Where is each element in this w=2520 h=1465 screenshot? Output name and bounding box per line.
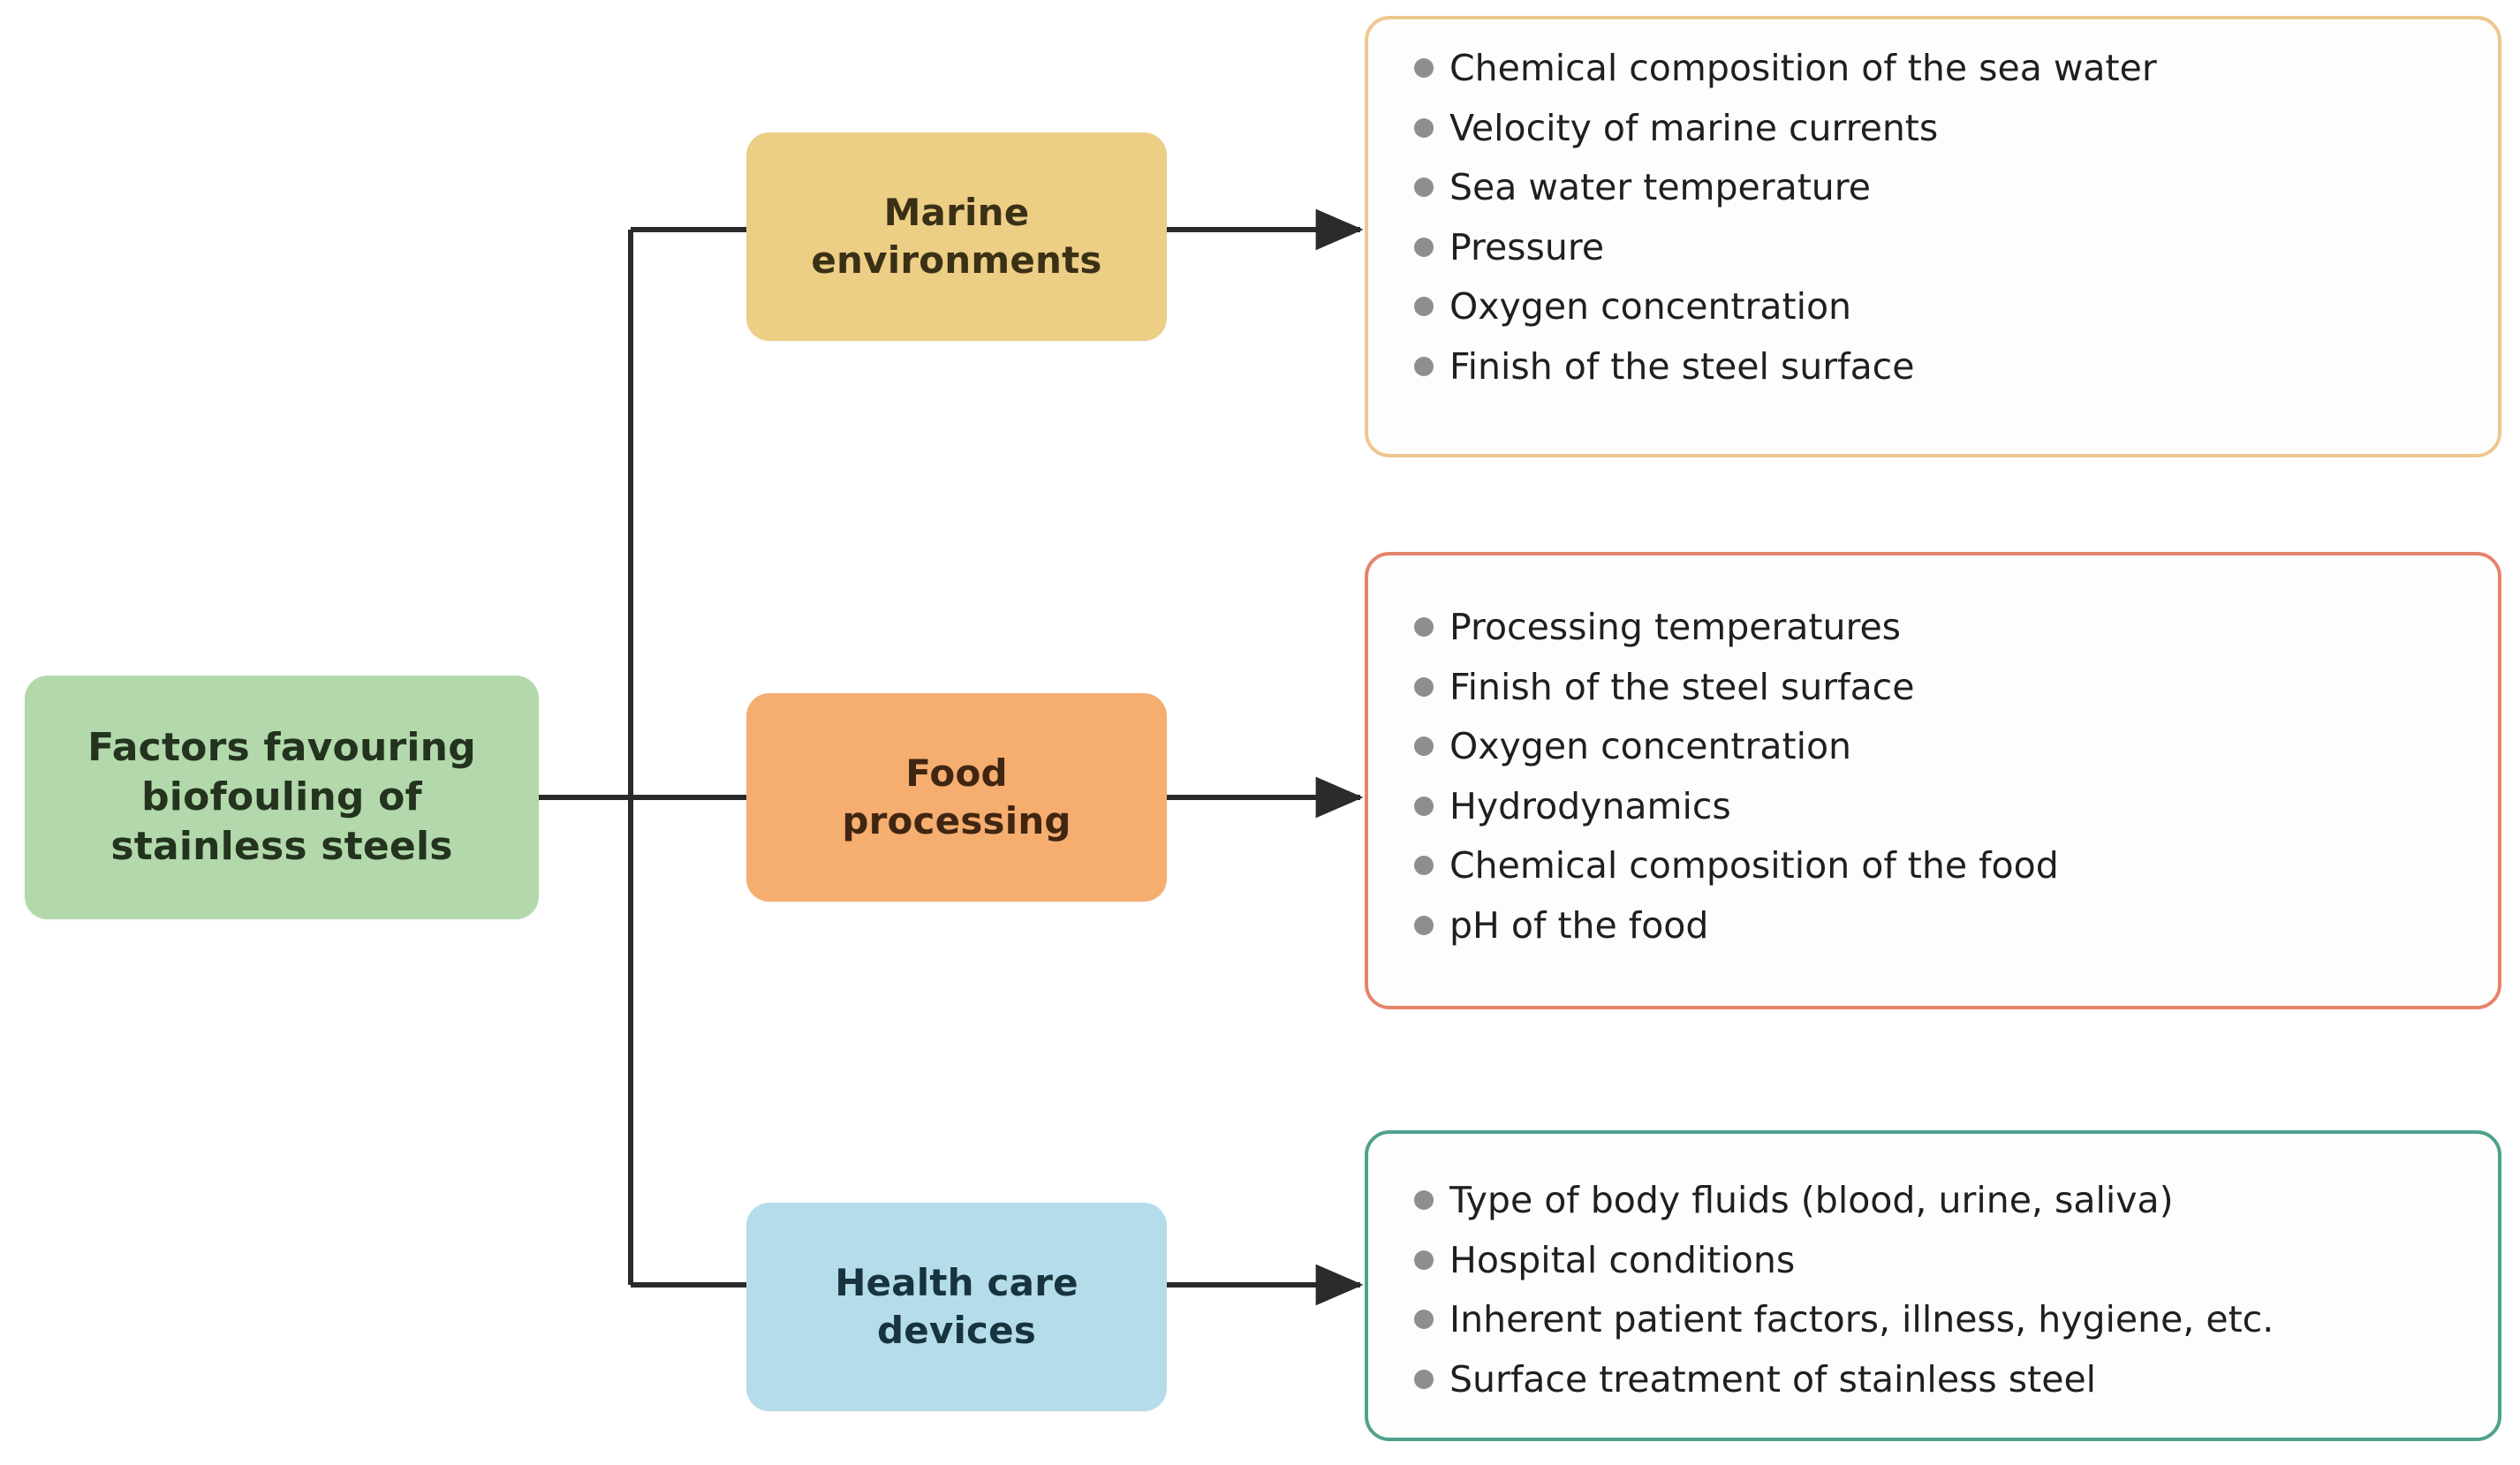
list-item: Chemical composition of the food (1414, 836, 2480, 896)
list-item: Surface treatment of stainless steel (1414, 1350, 2480, 1410)
node-root-label: Factors favouring biofouling of stainles… (87, 724, 476, 870)
list-item: Oxygen concentration (1414, 717, 2480, 777)
list-item: Processing temperatures (1414, 598, 2480, 658)
bullet-icon (1414, 1250, 1434, 1270)
bullet-icon (1414, 736, 1434, 757)
node-food-processing[interactable]: Food processing (746, 693, 1167, 902)
list-item: Pressure (1414, 218, 2480, 278)
list-item-label: Hydrodynamics (1449, 784, 1731, 827)
list-item-label: Chemical composition of the sea water (1449, 47, 2157, 89)
list-item: Finish of the steel surface (1414, 337, 2480, 397)
list-item-label: Processing temperatures (1449, 606, 1902, 648)
node-food-label: Food processing (842, 751, 1071, 842)
panel-health-factors: Type of body fluids (blood, urine, saliv… (1365, 1130, 2501, 1441)
list-item-label: Finish of the steel surface (1449, 665, 1915, 708)
node-root-factors[interactable]: Factors favouring biofouling of stainles… (25, 676, 539, 919)
bullet-icon (1414, 177, 1434, 198)
list-item-label: pH of the food (1449, 903, 1709, 947)
list-item-label: Sea water temperature (1449, 166, 1871, 209)
bullet-icon (1414, 237, 1434, 257)
bullet-icon (1414, 356, 1434, 376)
bullet-icon (1414, 117, 1434, 138)
bullet-icon (1414, 1369, 1434, 1389)
list-item: Chemical composition of the sea water (1414, 39, 2480, 99)
bullet-icon (1414, 1190, 1434, 1210)
health-factor-list: Type of body fluids (blood, urine, saliv… (1414, 1171, 2480, 1409)
list-item: Velocity of marine currents (1414, 99, 2480, 159)
list-item-label: Oxygen concentration (1449, 285, 1852, 328)
list-item: Hydrodynamics (1414, 777, 2480, 837)
list-item-label: Finish of the steel surface (1449, 344, 1915, 388)
list-item: Hospital conditions (1414, 1231, 2480, 1291)
bullet-icon (1414, 856, 1434, 876)
list-item-label: Inherent patient factors, illness, hygie… (1449, 1298, 2274, 1341)
list-item-label: Velocity of marine currents (1449, 106, 1939, 149)
node-marine-environments[interactable]: Marine environments (746, 132, 1167, 341)
bullet-icon (1414, 1310, 1434, 1330)
bullet-icon (1414, 796, 1434, 816)
list-item-label: Hospital conditions (1449, 1238, 1796, 1281)
list-item: pH of the food (1414, 896, 2480, 956)
bullet-icon (1414, 676, 1434, 697)
list-item: Sea water temperature (1414, 158, 2480, 218)
list-item-label: Type of body fluids (blood, urine, saliv… (1449, 1179, 2174, 1221)
bullet-icon (1414, 617, 1434, 637)
bullet-icon (1414, 58, 1434, 78)
list-item-label: Pressure (1449, 225, 1605, 268)
bullet-icon (1414, 915, 1434, 935)
node-health-label: Health care devices (835, 1261, 1078, 1352)
list-item-label: Chemical composition of the food (1449, 844, 2059, 887)
list-item: Inherent patient factors, illness, hygie… (1414, 1290, 2480, 1350)
node-health-care-devices[interactable]: Health care devices (746, 1203, 1167, 1411)
list-item-label: Oxygen concentration (1449, 725, 1852, 768)
bullet-icon (1414, 297, 1434, 317)
list-item-label: Surface treatment of stainless steel (1449, 1357, 2097, 1401)
list-item: Finish of the steel surface (1414, 658, 2480, 718)
node-marine-label: Marine environments (811, 191, 1102, 282)
list-item: Oxygen concentration (1414, 277, 2480, 337)
list-item: Type of body fluids (blood, urine, saliv… (1414, 1171, 2480, 1231)
